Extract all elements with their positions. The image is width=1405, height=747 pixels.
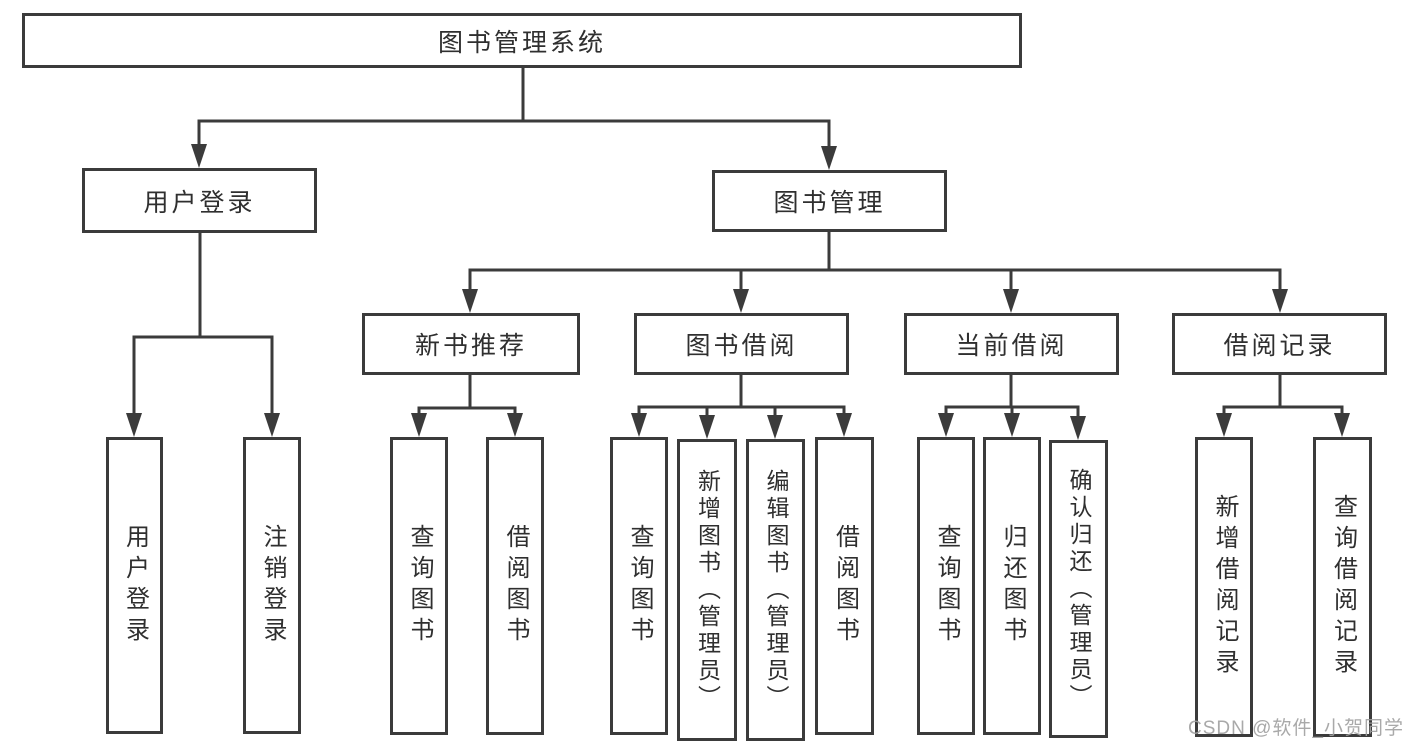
node-label: 当前借阅: [955, 332, 1068, 360]
node-label: 新增图书（管理员）: [694, 468, 721, 712]
arrowhead-down: [767, 415, 783, 439]
node-label: 借阅记录: [1223, 332, 1336, 360]
node-br-query-record: 查询借阅记录: [1313, 437, 1372, 737]
node-library-system: 图书管理系统: [22, 13, 1022, 68]
node-bb-edit-books-admin: 编辑图书（管理员）: [746, 439, 805, 741]
arrowhead-down: [938, 413, 954, 437]
node-user-login: 用户登录: [82, 168, 317, 233]
node-label: 图书管理系统: [437, 28, 606, 57]
arrowhead-down: [699, 415, 715, 439]
node-label: 新增借阅记录: [1211, 494, 1238, 680]
node-label: 借阅图书: [502, 524, 529, 648]
csdn-watermark: CSDN @软件_小贺同学: [1188, 718, 1404, 739]
node-current-borrowing: 当前借阅: [904, 313, 1119, 375]
node-nb-query-books: 查询图书: [390, 437, 448, 735]
arrowhead-down: [1004, 413, 1020, 437]
node-cb-query-books: 查询图书: [917, 437, 975, 735]
node-label: 查询图书: [406, 524, 433, 648]
node-logout: 注销登录: [243, 437, 301, 734]
node-bb-query-books: 查询图书: [610, 437, 668, 735]
arrowhead-down: [733, 289, 749, 313]
arrowhead-down: [1334, 413, 1350, 437]
node-book-borrowing: 图书借阅: [634, 313, 849, 375]
node-bb-borrow-books: 借阅图书: [815, 437, 874, 735]
node-cb-return-books: 归还图书: [983, 437, 1041, 735]
arrowhead-down: [821, 146, 837, 170]
node-new-book-recommend: 新书推荐: [362, 313, 580, 375]
node-label: 借阅图书: [831, 524, 859, 648]
node-borrowing-records: 借阅记录: [1172, 313, 1387, 375]
node-user-login-leaf: 用户登录: [106, 437, 163, 734]
arrowhead-down: [191, 144, 207, 168]
arrowhead-down: [507, 413, 523, 437]
arrowhead-down: [1272, 289, 1288, 313]
node-label: 用户登录: [121, 523, 149, 648]
arrowhead-down: [264, 413, 280, 437]
node-label: 编辑图书（管理员）: [763, 468, 789, 712]
node-nb-borrow-books: 借阅图书: [486, 437, 544, 735]
node-cb-confirm-return-admin: 确认归还（管理员）: [1049, 440, 1108, 738]
arrowhead-down: [1070, 416, 1086, 440]
node-label: 查询图书: [626, 524, 653, 648]
node-label: 图书借阅: [685, 332, 798, 360]
node-label: 查询借阅记录: [1329, 494, 1357, 680]
node-label: 查询图书: [933, 524, 960, 648]
arrowhead-down: [836, 413, 852, 437]
arrowhead-down: [462, 289, 478, 313]
arrowhead-down: [631, 413, 647, 437]
arrowhead-down: [411, 413, 427, 437]
node-label: 归还图书: [999, 524, 1026, 648]
node-bb-add-books-admin: 新增图书（管理员）: [677, 439, 737, 741]
node-label: 图书管理: [773, 189, 886, 217]
arrowhead-down: [1216, 413, 1232, 437]
arrowhead-down: [1003, 289, 1019, 313]
node-book-management: 图书管理: [712, 170, 947, 232]
node-br-add-record: 新增借阅记录: [1195, 437, 1253, 737]
arrowhead-down: [126, 413, 142, 437]
node-label: 用户登录: [143, 188, 256, 217]
node-label: 新书推荐: [414, 332, 527, 360]
node-label: 确认归还（管理员）: [1066, 467, 1092, 711]
node-label: 注销登录: [259, 523, 286, 648]
